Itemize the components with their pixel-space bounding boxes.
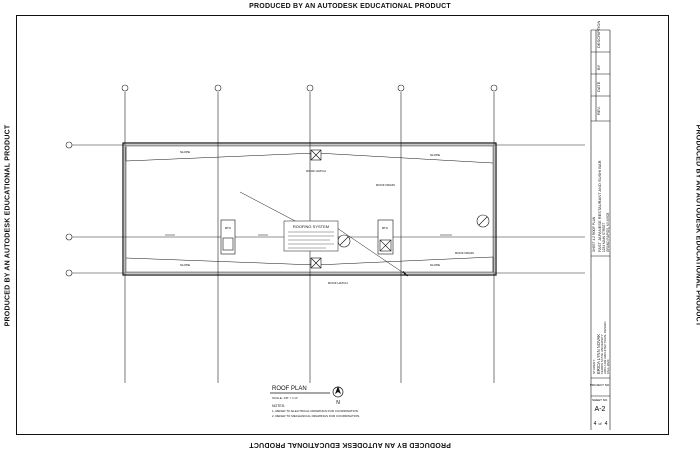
course-name: ARCH 299 ARCHITECTURAL DESIGN [603,322,607,374]
roofing-callout-lines [288,231,334,249]
roof-hatches [310,149,322,269]
label-slope-1: SLOPE [180,150,190,154]
rev-header-3: DESCRIPTION [596,21,601,48]
titleblock [590,29,611,430]
watermark-top: PRODUCED BY AN AUTODESK EDUCATIONAL PROD… [249,3,451,10]
leader-right [336,227,409,277]
note-1: 1. REFER TO ELECTRICAL DRAWINGS FOR COOR… [272,409,359,413]
student-label: STUDENT: [592,359,596,374]
grid-bubble-col-2 [214,84,222,92]
roof-slope-lines [125,147,494,272]
mechanical-units [220,219,394,255]
drawing-sheet [16,15,669,435]
page-number: 4 [594,421,597,427]
label-hatch-top: ROOF HATCH [306,169,326,173]
notes-title: NOTES: [272,404,285,408]
sheet-heading: SHEET 4.2 ROOF PLAN [592,216,596,252]
note-2: 2. REFER TO MECHANICAL DRAWINGS FOR COOR… [272,414,360,418]
rev-header-2: BY [596,64,601,70]
grid-bubble-col-5 [490,84,498,92]
school-name: FERRIS STATE UNIVERSITY [600,334,604,374]
label-slope-4: SLOPE [430,263,440,267]
rev-header-0: REV. [596,106,601,115]
sheet-no-label: SHEET NO. [592,398,608,402]
label-hatch-bottom: ROOF HATCH [328,281,348,285]
label-drain-right: ROOF DRAIN [455,251,474,255]
label-rtu-left: RTU [225,226,231,230]
page-total: 4 [605,421,608,427]
grid-bubble-row-c [65,269,73,277]
north-label: N [336,400,340,406]
label-slope-2: SLOPE [430,153,440,157]
project-no-label: PROJECT NO. [590,383,610,387]
grid-bubble-row-a [65,141,73,149]
project-address-2: GRAND RAPIDS, MI 49503 [606,212,610,252]
drawing-scale: SCALE: 1/8" = 1'-0" [272,396,298,400]
leader-lines [239,191,409,277]
grid-bubble-col-1 [121,84,129,92]
north-arrow-icon [332,386,344,398]
grid-col-bubbles [121,84,498,92]
student-name: ERICA LYNN NOVAK [596,334,601,374]
grid-bubble-col-4 [397,84,405,92]
rev-header-1: DATE [596,81,601,92]
titleblock-text: REV. DATE BY DESCRIPTION SHEET 4.2 ROOF … [592,21,610,374]
label-rtu-right: RTU [382,226,388,230]
roof-parapet-inner [125,145,494,273]
project-address-1: 1234 MAIN STREET [602,223,606,252]
grid-row-bubbles [65,141,73,277]
leader-arrow-right [402,270,409,277]
grid-rows [72,144,585,274]
term: FALL 2020 [606,359,610,374]
label-drain-top: ROOF DRAIN [376,183,395,187]
project-name: FAST JAPANESE RESTAURANT AND SUSHI BAR [597,160,602,252]
drawing-title: ROOF PLAN [272,386,307,392]
roof-outline [122,142,497,276]
rtu-left-inner [222,237,234,251]
grid-bubble-row-b [65,233,73,241]
sheet-no: A-2 [595,406,606,413]
page-of: of [599,422,602,426]
label-slope-3: SLOPE [180,263,190,267]
roofing-callout-title: ROOFING SYSTEM [293,224,329,229]
exhaust-fans [337,214,490,248]
grid-bubble-col-3 [306,84,314,92]
leader-left [239,191,298,223]
